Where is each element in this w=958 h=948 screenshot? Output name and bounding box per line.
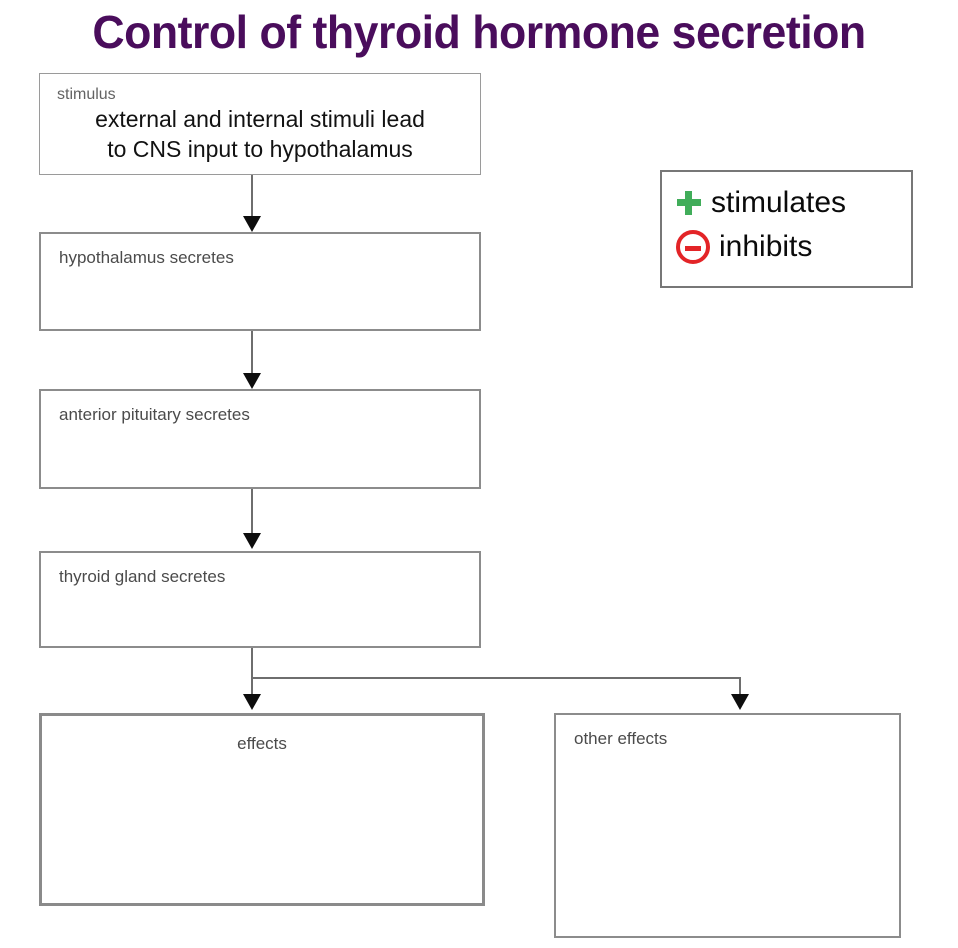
flow-box-thyroid-gland-label: thyroid gland secretes (59, 567, 226, 586)
arrowhead-thyroid-to-other-effects (731, 694, 749, 710)
connector-line-branch-to-other-effects (739, 677, 741, 698)
stimulus-body-line-1: external and internal stimuli lead (95, 106, 425, 132)
page-title: Control of thyroid hormone secretion (92, 6, 866, 58)
connector-line-thyroid-to-effects (251, 648, 253, 698)
flow-box-stimulus[interactable]: stimulus external and internal stimuli l… (39, 73, 481, 175)
connector-line-pituitary-to-thyroid (251, 489, 253, 535)
arrowhead-stimulus-to-hypothalamus (243, 216, 261, 232)
flow-box-hypothalamus-label: hypothalamus secretes (59, 248, 234, 267)
arrowhead-thyroid-to-effects (243, 694, 261, 710)
connector-line-hypothalamus-to-pituitary (251, 331, 253, 376)
flow-box-anterior-pituitary[interactable]: anterior pituitary secretes (39, 389, 481, 489)
legend-box: stimulates inhibits (660, 170, 913, 288)
legend-item-stimulates-label: stimulates (711, 186, 847, 219)
legend-item-stimulates: stimulates (676, 186, 846, 220)
flow-box-hypothalamus[interactable]: hypothalamus secretes (39, 232, 481, 331)
minus-circle-icon (676, 230, 710, 264)
flow-box-effects-label: effects (237, 734, 287, 753)
flow-box-other-effects-label: other effects (574, 729, 668, 748)
connector-line-branch-horizontal (251, 677, 741, 679)
flow-box-anterior-pituitary-label: anterior pituitary secretes (59, 405, 250, 424)
arrowhead-pituitary-to-thyroid (243, 533, 261, 549)
flow-box-thyroid-gland[interactable]: thyroid gland secretes (39, 551, 481, 648)
stimulus-tag-label: stimulus (57, 86, 116, 103)
stimulus-body-line-2: to CNS input to hypothalamus (107, 136, 413, 162)
flow-box-other-effects[interactable]: other effects (554, 713, 901, 938)
legend-item-inhibits: inhibits (676, 230, 812, 264)
arrowhead-hypothalamus-to-pituitary (243, 373, 261, 389)
connector-line-stimulus-to-hypothalamus (251, 175, 253, 219)
stimulus-body-text: external and internal stimuli lead to CN… (40, 104, 480, 164)
flow-box-effects[interactable]: effects (39, 713, 485, 906)
legend-item-inhibits-label: inhibits (719, 230, 813, 263)
plus-icon (676, 190, 702, 216)
